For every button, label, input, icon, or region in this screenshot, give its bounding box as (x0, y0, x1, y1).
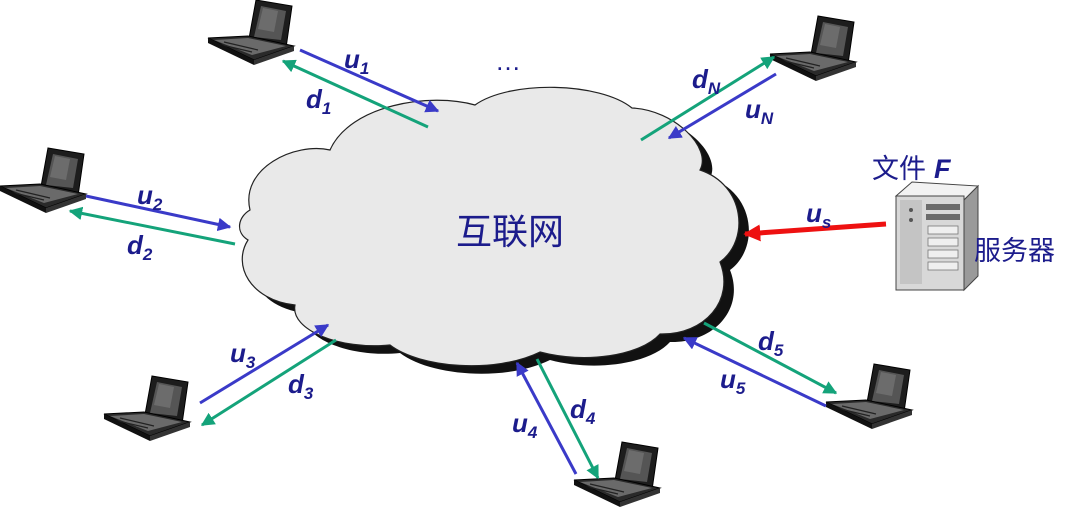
peer-n-upload-label: uN (745, 94, 774, 128)
server-icon (894, 181, 980, 292)
peer-n-laptop-icon (769, 15, 857, 82)
cloud-label: 互联网 (456, 212, 564, 253)
ellipsis: … (495, 46, 521, 76)
peer-n-upload-arrow (667, 72, 777, 140)
server-upload-arrow (743, 221, 887, 242)
peer-2-download-arrow (68, 206, 236, 246)
server-label: 服务器 (974, 236, 1055, 267)
peer-3-laptop-icon (103, 375, 191, 442)
peer-4-laptop-icon (573, 441, 661, 508)
server-upload-label: us (806, 198, 831, 232)
peer-2-laptop-icon (0, 147, 87, 214)
peer-5-laptop-icon (825, 363, 913, 430)
peer-3-upload-label: u3 (230, 338, 256, 372)
peer-1-upload-arrow (299, 48, 440, 113)
peer-2-upload-label: u2 (137, 180, 163, 214)
peer-n-download-label: dN (692, 64, 721, 98)
peer-4-download-arrow (535, 358, 600, 480)
internet-cloud: 互联网 (239, 86, 749, 374)
peer-5-upload-arrow (682, 336, 827, 408)
peer-1-upload-label: u1 (344, 44, 369, 78)
peer-n-download-arrow (640, 55, 776, 142)
peer-4-upload-arrow (515, 361, 578, 475)
peer-3-download-arrow (200, 338, 337, 427)
peer-3-download-label: d3 (288, 369, 314, 403)
peer-5-download-arrow (703, 321, 838, 395)
peer-2-download-label: d2 (127, 230, 153, 264)
peer-1-download-arrow (281, 59, 429, 129)
peer-3-upload-arrow (199, 323, 330, 405)
peer-1-laptop-icon (207, 0, 295, 66)
peer-2-upload-arrow (85, 194, 232, 232)
peer-5-upload-label: u5 (720, 364, 746, 398)
peer-5-download-label: d5 (758, 326, 784, 360)
peer-4-upload-label: u4 (512, 408, 538, 442)
peer-4-download-label: d4 (570, 394, 596, 428)
peer-1-download-label: d1 (306, 84, 331, 118)
